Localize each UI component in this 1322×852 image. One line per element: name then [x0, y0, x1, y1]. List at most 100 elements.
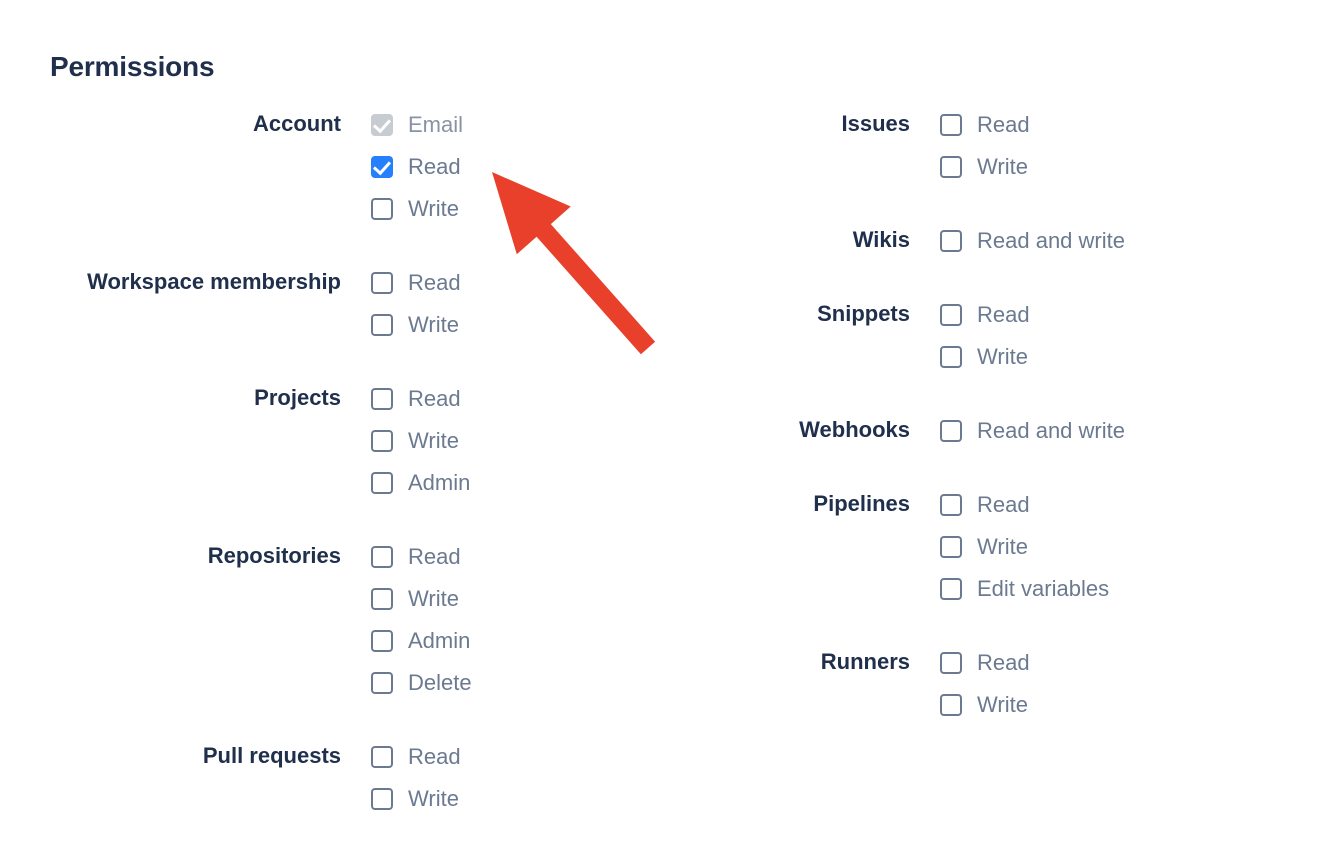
checkbox-projects-read[interactable]: [371, 388, 393, 410]
checkbox-label[interactable]: Read and write: [977, 228, 1125, 253]
checkbox-runners-write[interactable]: [940, 694, 962, 716]
page-title: Permissions: [50, 51, 215, 82]
checkbox-label[interactable]: Write: [408, 586, 459, 611]
checkbox-projects-admin[interactable]: [371, 472, 393, 494]
checkbox-label[interactable]: Email: [408, 112, 464, 137]
permission-option-row[interactable]: Read and write: [940, 410, 1320, 452]
permission-option-row[interactable]: Read: [371, 736, 660, 778]
permission-option-row[interactable]: Read: [371, 262, 660, 304]
checkbox-webhooks-read-and-write[interactable]: [940, 420, 962, 442]
checkbox-label[interactable]: Read: [408, 270, 461, 295]
checkbox-issues-write[interactable]: [940, 156, 962, 178]
checkbox-repositories-admin[interactable]: [371, 630, 393, 652]
checkbox-account-write[interactable]: [371, 198, 393, 220]
checkbox-workspace-membership-read[interactable]: [371, 272, 393, 294]
permission-option-list: Read and write: [910, 220, 1320, 262]
checkbox-label[interactable]: Admin: [408, 470, 471, 495]
checkbox-label[interactable]: Write: [408, 428, 459, 453]
checkbox-label[interactable]: Write: [408, 786, 459, 811]
permission-option-row[interactable]: Write: [940, 684, 1320, 726]
checkbox-label[interactable]: Read: [977, 492, 1030, 517]
checkbox-label[interactable]: Write: [977, 534, 1028, 559]
checkbox-pull-requests-write[interactable]: [371, 788, 393, 810]
permission-group-label: Pull requests: [202, 743, 341, 768]
permission-group-label: Snippets: [817, 301, 910, 326]
permission-group-label: Issues: [841, 111, 911, 136]
checkbox-projects-write[interactable]: [371, 430, 393, 452]
checkbox-label[interactable]: Read and write: [977, 418, 1125, 443]
checkbox-repositories-read[interactable]: [371, 546, 393, 568]
permission-group-label: Workspace membership: [87, 269, 341, 294]
permission-option-list: Read and write: [910, 410, 1320, 452]
permission-option-row[interactable]: Read: [371, 536, 660, 578]
checkbox-label[interactable]: Read: [408, 744, 461, 769]
checkbox-label[interactable]: Read: [408, 544, 461, 569]
checkbox-label[interactable]: Edit variables: [977, 576, 1110, 601]
permission-option-row[interactable]: Read: [940, 294, 1320, 336]
permission-option-row[interactable]: Email: [371, 104, 660, 146]
checkbox-pull-requests-read[interactable]: [371, 746, 393, 768]
permission-group-label: Runners: [820, 649, 910, 674]
permission-option-row[interactable]: Write: [371, 578, 660, 620]
checkbox-pipelines-write[interactable]: [940, 536, 962, 558]
checkbox-issues-read[interactable]: [940, 114, 962, 136]
checkbox-repositories-write[interactable]: [371, 588, 393, 610]
checkbox-label[interactable]: Read: [408, 386, 461, 411]
checkbox-snippets-read[interactable]: [940, 304, 962, 326]
checkbox-workspace-membership-write[interactable]: [371, 314, 393, 336]
checkbox-label[interactable]: Read: [408, 154, 461, 179]
checkbox-pipelines-edit-variables[interactable]: [940, 578, 962, 600]
permission-option-row[interactable]: Write: [371, 420, 660, 462]
permission-group-label: Pipelines: [813, 491, 910, 516]
permission-option-row[interactable]: Edit variables: [940, 568, 1320, 610]
checkbox-label[interactable]: Read: [977, 112, 1030, 137]
checkbox-pipelines-read[interactable]: [940, 494, 962, 516]
checkbox-label[interactable]: Write: [977, 692, 1028, 717]
permission-option-row[interactable]: Admin: [371, 462, 660, 504]
checkbox-label[interactable]: Write: [977, 344, 1028, 369]
permission-group-label: Account: [253, 111, 341, 136]
checkbox-account-read[interactable]: [371, 156, 393, 178]
permission-option-row[interactable]: Write: [940, 336, 1320, 378]
checkbox-label[interactable]: Write: [408, 196, 459, 221]
checkbox-label[interactable]: Admin: [408, 628, 471, 653]
checkmark-icon: [372, 114, 392, 134]
permission-option-row[interactable]: Write: [371, 304, 660, 346]
checkbox-wikis-read-and-write[interactable]: [940, 230, 962, 252]
checkbox-label[interactable]: Write: [408, 312, 459, 337]
checkbox-label[interactable]: Read: [977, 650, 1030, 675]
checkbox-label[interactable]: Delete: [408, 670, 472, 695]
permission-option-row[interactable]: Read: [940, 484, 1320, 526]
checkbox-snippets-write[interactable]: [940, 346, 962, 368]
permission-option-row[interactable]: Read: [371, 378, 660, 420]
permission-option-row[interactable]: Write: [940, 146, 1320, 188]
permission-option-row[interactable]: Read: [371, 146, 660, 188]
permission-option-row[interactable]: Delete: [371, 662, 660, 704]
checkbox-label[interactable]: Write: [977, 154, 1028, 179]
permission-option-row[interactable]: Read: [940, 104, 1320, 146]
permission-option-row[interactable]: Write: [371, 188, 660, 230]
checkbox-runners-read[interactable]: [940, 652, 962, 674]
permission-option-row[interactable]: Read: [940, 642, 1320, 684]
permission-option-row[interactable]: Read and write: [940, 220, 1320, 262]
permission-option-row[interactable]: Admin: [371, 620, 660, 662]
permission-option-row[interactable]: Write: [940, 526, 1320, 568]
checkbox-repositories-delete[interactable]: [371, 672, 393, 694]
checkbox-label[interactable]: Read: [977, 302, 1030, 327]
permission-option-row[interactable]: Write: [371, 778, 660, 820]
